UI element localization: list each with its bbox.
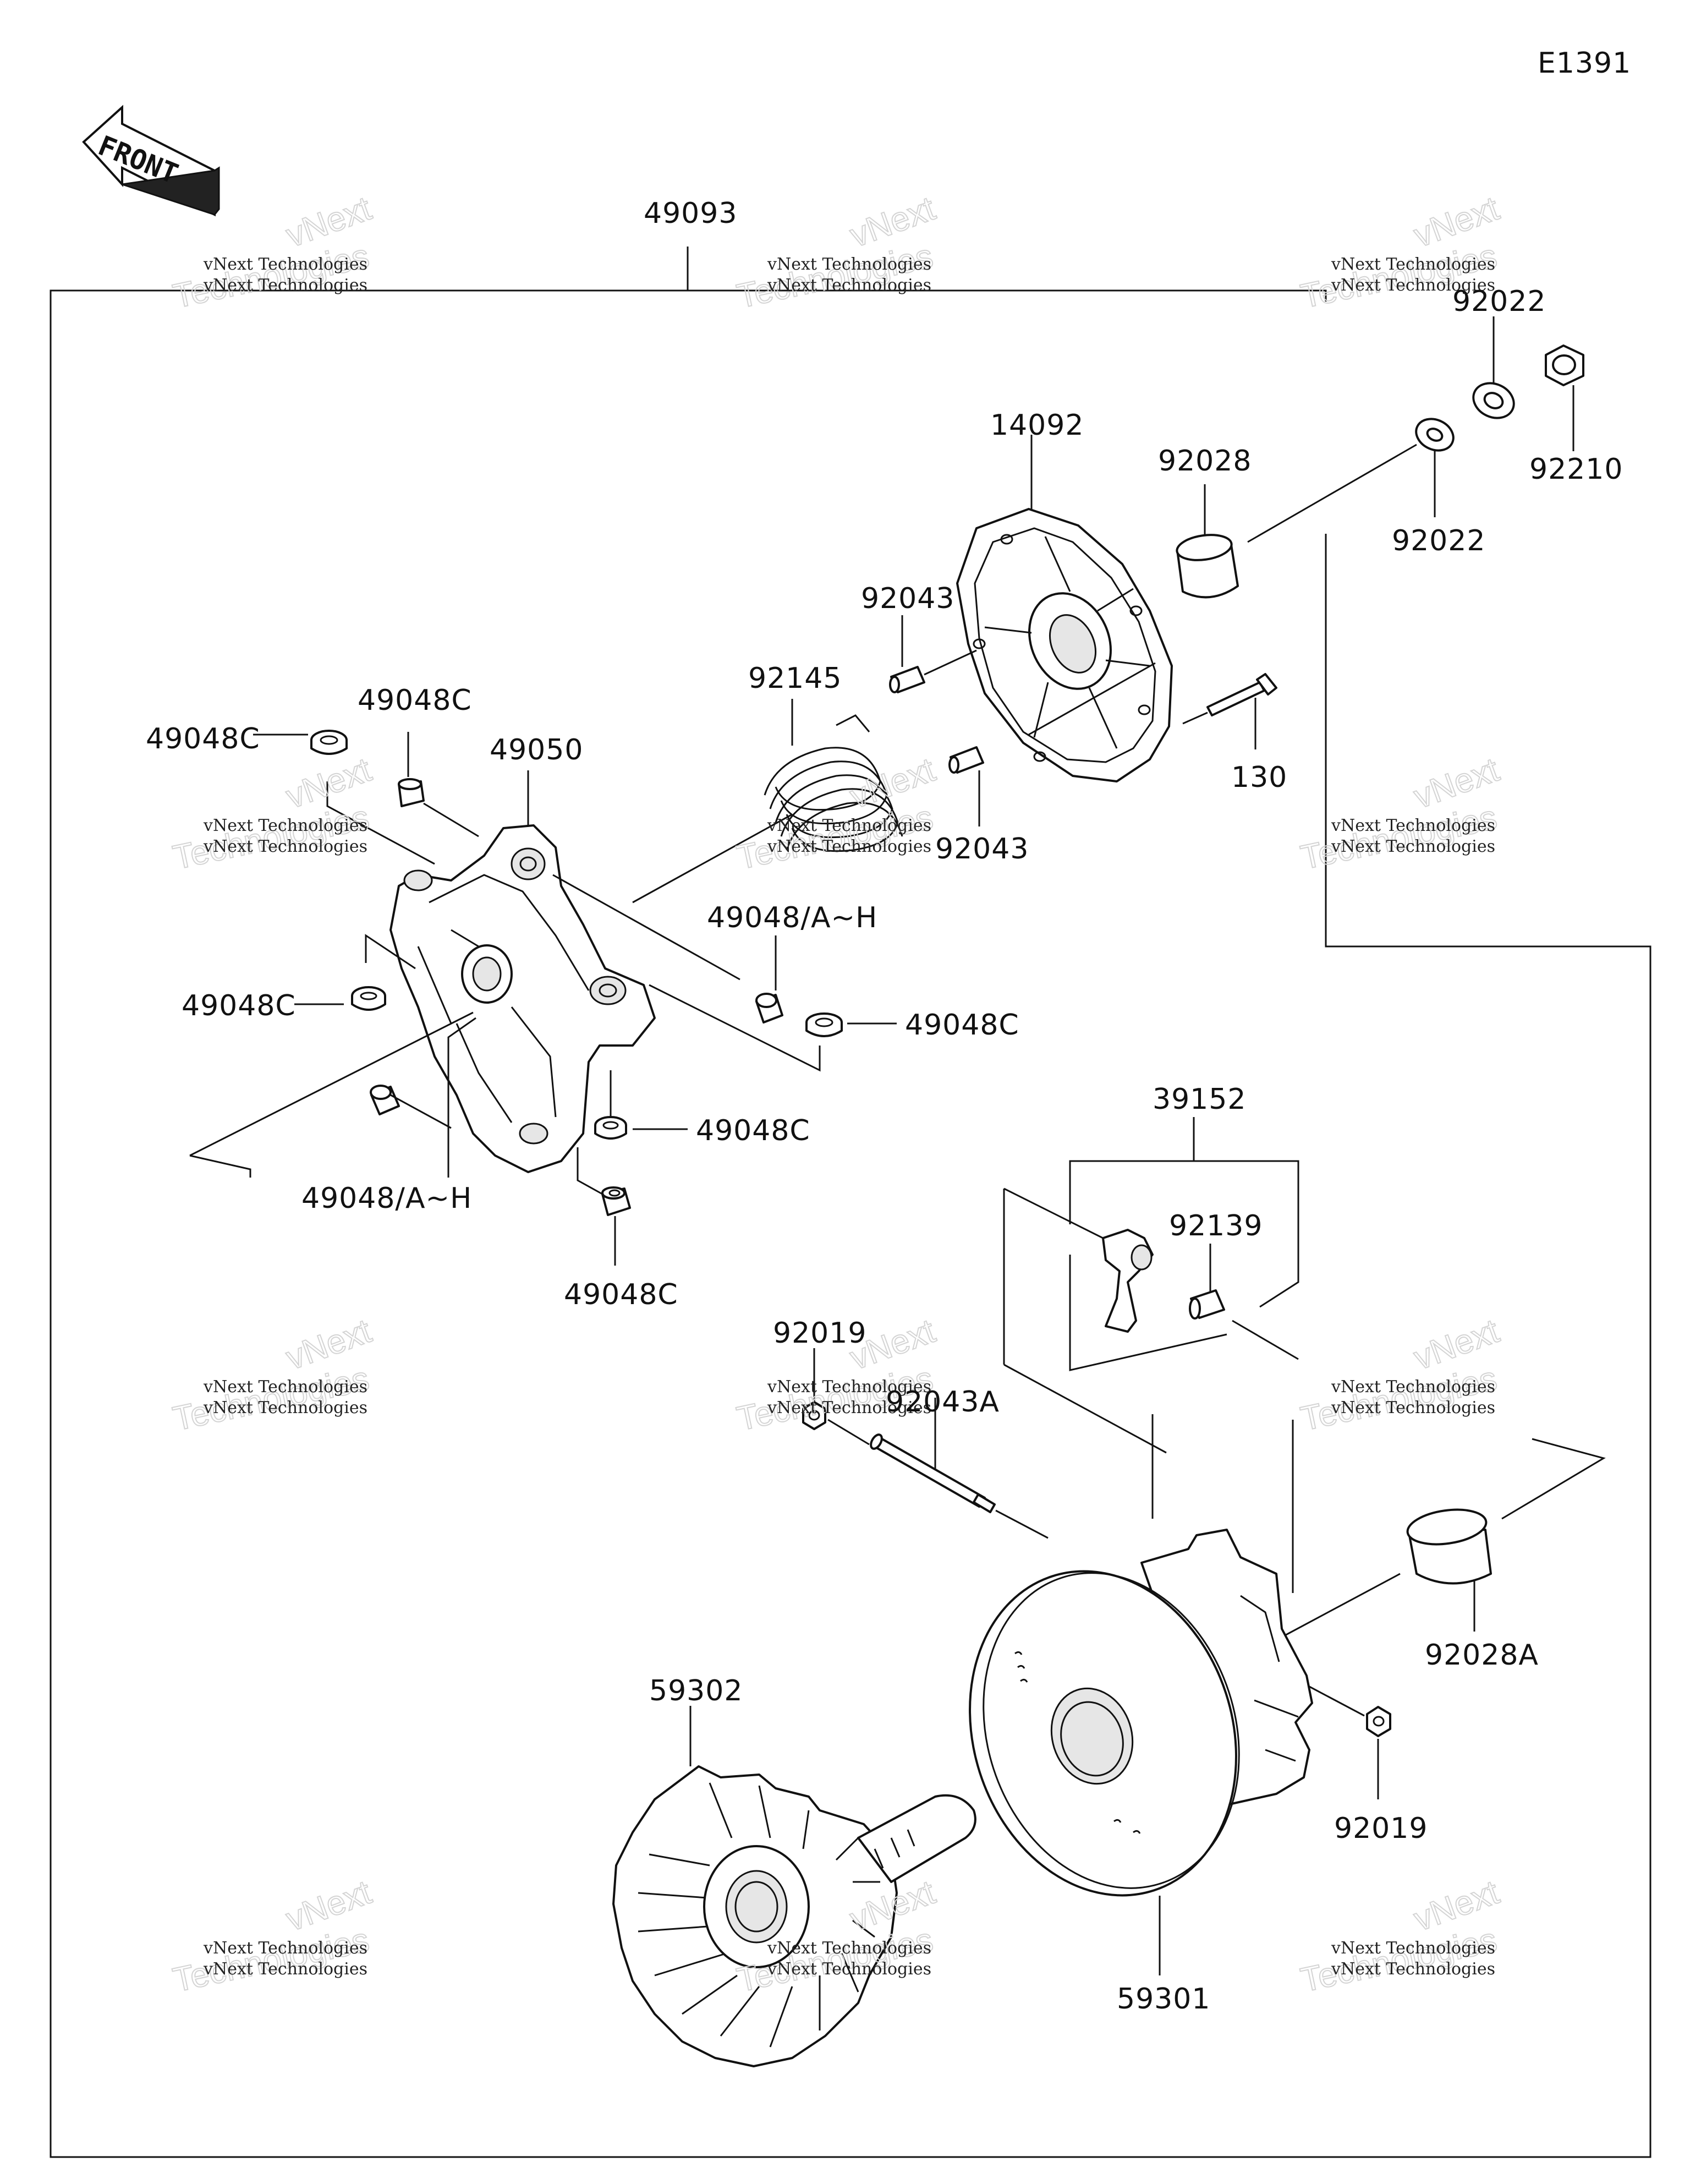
watermark-tile: vNext Technologies vNext Technologies vN… [169, 1873, 377, 2000]
part-label-92145: 92145 [748, 662, 842, 695]
shaft-92043A [870, 1398, 1049, 1539]
grommet-49048C-bottom [577, 1147, 631, 1266]
grommet-49048C-top-left [253, 730, 435, 865]
grommet-49048C-left [294, 934, 416, 1011]
part-label-49048C-top-mid: 49048C [358, 684, 472, 717]
svg-text:vNext Technologies: vNext Technologies [1331, 1377, 1495, 1397]
part-label-49048C-left: 49048C [182, 989, 296, 1022]
watermark-tile: vNext Technologies vNext Technologies vN… [169, 1311, 377, 1439]
part-label-49093: 49093 [644, 197, 737, 230]
watermark-tile: vNext Technologies vNext Technologies vN… [1297, 750, 1505, 878]
bushing-92028A [1281, 1438, 1606, 1638]
svg-text:vNext Technologies: vNext Technologies [203, 1398, 367, 1417]
svg-text:vNext Technologies: vNext Technologies [767, 837, 931, 856]
part-label-92028A: 92028A [1425, 1639, 1539, 1672]
dowel-pin-92043-upper [889, 615, 977, 693]
svg-text:vNext Technologies: vNext Technologies [203, 1377, 367, 1397]
part-label-49048AH-left: 49048/A~H [301, 1182, 472, 1215]
part-label-92043A: 92043A [886, 1386, 1000, 1419]
bushing-49048AH-left [189, 1011, 476, 1178]
diagram-code: E1391 [1538, 47, 1631, 80]
part-label-92019-lower: 92019 [1334, 1812, 1428, 1845]
washer-92022-upper [1472, 316, 1515, 419]
svg-text:vNext Technologies: vNext Technologies [203, 1959, 367, 1979]
svg-text:vNext Technologies: vNext Technologies [767, 1398, 931, 1417]
part-label-59301: 59301 [1117, 1983, 1210, 2016]
part-label-49048C-bottom: 49048C [564, 1278, 678, 1311]
part-label-92210: 92210 [1529, 453, 1623, 486]
weight-group-39152 [1003, 1117, 1299, 1454]
part-label-49048C-top-left: 49048C [146, 722, 260, 756]
part-label-49048C-right: 49048C [905, 1009, 1019, 1042]
grommet-49048C-lower-mid [594, 1070, 688, 1140]
dowel-pin-92043-lower [948, 746, 984, 826]
svg-text:vNext Technologies: vNext Technologies [1331, 816, 1495, 835]
svg-text:vNext Technologies: vNext Technologies [1331, 1398, 1495, 1417]
part-label-39152: 39152 [1153, 1083, 1246, 1116]
svg-text:vNext Technologies: vNext Technologies [767, 1959, 931, 1979]
assembly-bracket-49093 [50, 247, 1651, 2158]
part-label-92043-lower: 92043 [935, 833, 1029, 866]
part-label-92043-upper: 92043 [861, 582, 954, 615]
pin-92139 [1189, 1244, 1299, 1360]
svg-text:vNext Technologies: vNext Technologies [1331, 255, 1495, 274]
grommet-49048C-top-mid [398, 732, 479, 838]
svg-text:vNext Technologies: vNext Technologies [767, 1377, 931, 1397]
part-label-49050: 49050 [490, 734, 583, 767]
svg-text:vNext Technologies: vNext Technologies [1331, 1939, 1495, 1958]
sheave-59302 [612, 1706, 976, 2067]
svg-text:vNext Technologies: vNext Technologies [203, 1939, 367, 1958]
watermark-tile: vNext Technologies vNext Technologies vN… [733, 189, 941, 316]
cover-14092 [956, 435, 1173, 782]
svg-text:vNext Technologies: vNext Technologies [1331, 1959, 1495, 1979]
nut-92210 [1545, 344, 1584, 451]
nut-92019-upper [802, 1348, 870, 1446]
bolt-130 [1182, 673, 1277, 749]
part-label-14092: 14092 [990, 409, 1084, 442]
grommet-49048C-right [649, 984, 897, 1072]
spring-92145 [632, 699, 903, 904]
housing-49050 [389, 770, 740, 1173]
part-label-92019-upper: 92019 [773, 1317, 866, 1350]
nut-92019-lower [1309, 1685, 1391, 1799]
watermark-tile: vNext Technologies vNext Technologies vN… [1297, 1311, 1505, 1439]
svg-text:vNext Technologies: vNext Technologies [767, 1939, 931, 1958]
svg-text:vNext Technologies: vNext Technologies [767, 816, 931, 835]
svg-text:vNext Technologies: vNext Technologies [203, 837, 367, 856]
part-label-92139: 92139 [1169, 1209, 1263, 1242]
part-label-49048C-lower-mid: 49048C [696, 1114, 810, 1147]
watermark-tile: vNext Technologies vNext Technologies vN… [733, 750, 941, 878]
bushing-49048AH-right [755, 935, 783, 1023]
svg-text:vNext Technologies: vNext Technologies [203, 276, 367, 295]
part-label-130: 130 [1231, 761, 1287, 794]
sheave-59301 [969, 1414, 1313, 1975]
watermark-tile: vNext Technologies vNext Technologies vN… [169, 750, 377, 878]
svg-text:vNext Technologies: vNext Technologies [203, 816, 367, 835]
watermark-tile: vNext Technologies vNext Technologies vN… [1297, 1873, 1505, 2000]
svg-text:vNext Technologies: vNext Technologies [203, 255, 367, 274]
part-label-92028: 92028 [1158, 445, 1252, 478]
part-label-59302: 59302 [649, 1674, 743, 1707]
part-labels: 49093 92022 92210 14092 92028 92022 9204… [146, 197, 1623, 2016]
svg-text:vNext Technologies: vNext Technologies [1331, 837, 1495, 856]
front-arrow-icon: FRONT [82, 105, 220, 217]
watermark: vNext Technologies vNext Technologies vN… [169, 189, 1505, 2000]
part-label-49048AH-right: 49048/A~H [707, 901, 877, 934]
svg-text:vNext Technologies: vNext Technologies [1331, 276, 1495, 295]
part-label-92022-upper: 92022 [1452, 285, 1546, 318]
washer-92022-lower [1247, 418, 1455, 543]
svg-text:vNext Technologies: vNext Technologies [767, 255, 931, 274]
part-label-92022-lower: 92022 [1392, 524, 1485, 557]
bushing-92028 [1176, 484, 1239, 599]
svg-text:vNext Technologies: vNext Technologies [767, 276, 931, 295]
